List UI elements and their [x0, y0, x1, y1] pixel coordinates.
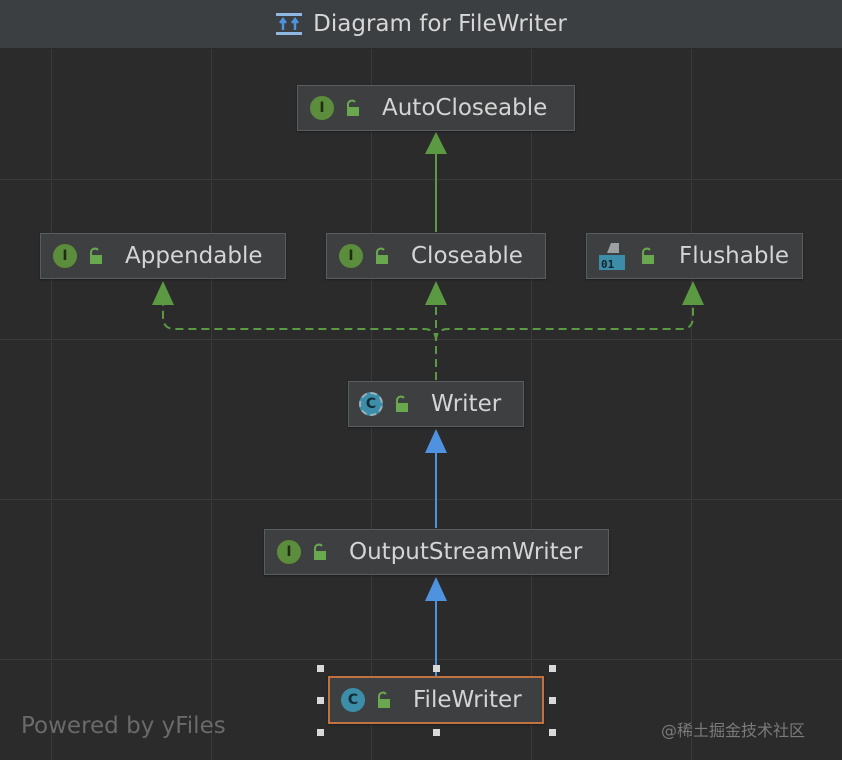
resize-handle-bottom-right[interactable]	[549, 729, 556, 736]
title-bar: Diagram for FileWriter	[0, 0, 842, 49]
node-filewriter[interactable]: C FileWriter	[328, 676, 544, 724]
interface-icon: I	[310, 96, 334, 120]
node-flushable[interactable]: 01 Flushable	[586, 233, 803, 279]
arrowhead-autocloseable	[425, 132, 447, 154]
public-lock-icon	[642, 247, 654, 264]
resize-handle-top-left[interactable]	[317, 665, 324, 672]
svg-text:01: 01	[601, 258, 615, 271]
node-label: Flushable	[679, 243, 789, 269]
edge-writer-appendable	[162, 305, 437, 380]
public-lock-icon	[396, 395, 408, 412]
class-diagram-icon	[276, 13, 303, 35]
node-label: Closeable	[411, 243, 523, 269]
node-appendable[interactable]: I Appendable	[40, 233, 286, 279]
node-label: FileWriter	[413, 687, 522, 713]
arrowhead-outputstreamwriter	[425, 577, 447, 601]
public-lock-icon	[347, 99, 359, 116]
edges-layer	[152, 132, 704, 676]
node-label: Appendable	[125, 243, 263, 269]
node-closeable[interactable]: I Closeable	[326, 233, 546, 279]
public-lock-icon	[376, 247, 388, 264]
node-label: AutoCloseable	[382, 95, 548, 121]
class-icon: C	[341, 688, 365, 712]
abstract-class-icon: C	[359, 392, 383, 416]
node-outputstreamwriter[interactable]: I OutputStreamWriter	[264, 529, 609, 575]
interface-icon: I	[53, 244, 77, 268]
resize-handle-top-center[interactable]	[433, 665, 440, 672]
resize-handle-middle-right[interactable]	[549, 697, 556, 704]
public-lock-icon	[378, 691, 390, 708]
interface-icon: I	[339, 244, 363, 268]
public-lock-icon	[90, 247, 102, 264]
interface-icon: I	[277, 540, 301, 564]
watermark-label: @稀土掘金技术社区	[661, 721, 806, 740]
public-lock-icon	[314, 543, 326, 560]
node-writer[interactable]: C Writer	[348, 381, 524, 427]
diagram-canvas[interactable]: I AutoCloseable I Appendable I Closeable…	[0, 49, 842, 760]
resize-handle-bottom-left[interactable]	[317, 729, 324, 736]
arrowhead-closeable	[425, 281, 447, 305]
resize-handle-middle-left[interactable]	[317, 697, 324, 704]
arrowhead-writer	[425, 429, 447, 453]
node-label: Writer	[431, 391, 502, 417]
resize-handle-bottom-center[interactable]	[433, 729, 440, 736]
node-autocloseable[interactable]: I AutoCloseable	[297, 85, 575, 131]
edge-writer-flushable	[435, 305, 694, 342]
arrowhead-flushable	[682, 281, 704, 305]
binary-interface-icon: 01	[599, 243, 625, 271]
arrowhead-appendable	[152, 281, 174, 305]
node-label: OutputStreamWriter	[349, 539, 583, 565]
resize-handle-top-right[interactable]	[549, 665, 556, 672]
window-title: Diagram for FileWriter	[313, 11, 567, 37]
powered-by-label: Powered by yFiles	[21, 713, 226, 739]
